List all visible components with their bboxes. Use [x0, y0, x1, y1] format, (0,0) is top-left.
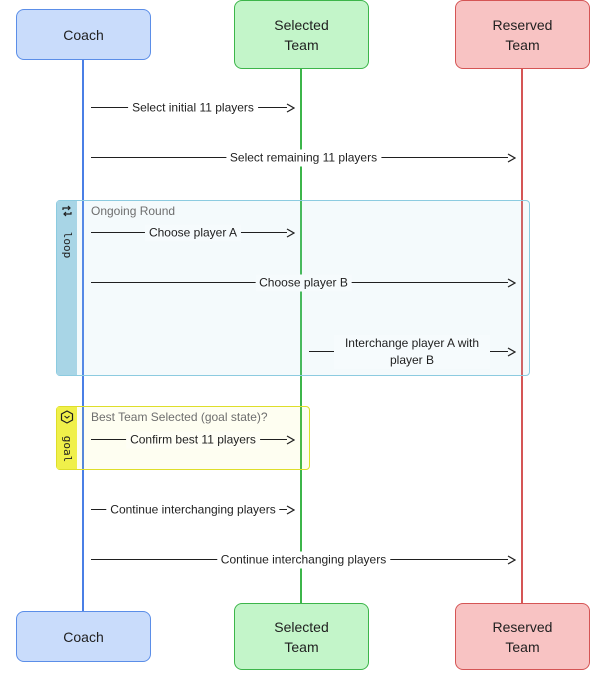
arrow-head-icon	[286, 103, 295, 113]
selected-team-participant-bottom: Selected Team	[234, 603, 369, 670]
message-label: Choose player B	[255, 274, 352, 292]
goal-frame-tab: goal	[57, 407, 77, 469]
message-continue-selected: Continue interchanging players	[91, 500, 295, 520]
coach-participant-bottom: Coach	[16, 611, 151, 662]
arrow-head-icon	[507, 278, 516, 288]
arrow-head-icon	[507, 555, 516, 565]
message-choose-player-b: Choose player B	[91, 273, 516, 293]
message-continue-reserved: Continue interchanging players	[91, 550, 516, 570]
arrow-head-icon	[507, 347, 516, 357]
hexagon-icon	[60, 410, 74, 424]
arrow-head-icon	[286, 435, 295, 445]
loop-icon	[62, 205, 72, 217]
coach-participant-top: Coach	[16, 9, 151, 60]
message-label: Interchange player A with player B	[334, 335, 490, 369]
arrow-head-icon	[286, 228, 295, 238]
message-label: Select initial 11 players	[128, 99, 258, 117]
reserved-team-label: Reserved Team	[492, 16, 553, 53]
reserved-team-lifeline	[521, 69, 523, 604]
message-choose-player-a: Choose player A	[91, 223, 295, 243]
message-confirm-best: Confirm best 11 players	[91, 430, 295, 450]
loop-keyword: loop	[61, 231, 74, 259]
goal-frame: goal Best Team Selected (goal state)?	[56, 406, 310, 470]
goal-title: Best Team Selected (goal state)?	[91, 410, 268, 424]
message-label: Continue interchanging players	[216, 551, 391, 569]
selected-team-lifeline	[300, 69, 302, 604]
loop-title: Ongoing Round	[91, 204, 176, 218]
message-select-remaining: Select remaining 11 players	[91, 148, 516, 168]
message-interchange: Interchange player A with player B	[309, 335, 516, 369]
goal-keyword: goal	[61, 435, 74, 463]
coach-lifeline	[82, 60, 84, 613]
coach-label: Coach	[63, 628, 104, 645]
message-label: Choose player A	[144, 224, 242, 242]
reserved-team-participant-bottom: Reserved Team	[455, 603, 590, 670]
selected-team-label: Selected Team	[274, 16, 329, 53]
message-label: Select remaining 11 players	[225, 149, 382, 167]
reserved-team-participant-top: Reserved Team	[455, 0, 590, 69]
arrow-head-icon	[286, 505, 295, 515]
loop-frame-tab: loop	[57, 201, 77, 375]
arrow-head-icon	[507, 153, 516, 163]
message-select-initial: Select initial 11 players	[91, 98, 295, 118]
message-label: Confirm best 11 players	[126, 431, 260, 449]
selected-team-participant-top: Selected Team	[234, 0, 369, 69]
reserved-team-label: Reserved Team	[492, 618, 553, 655]
coach-label: Coach	[63, 26, 104, 43]
message-label: Continue interchanging players	[106, 501, 280, 519]
selected-team-label: Selected Team	[274, 618, 329, 655]
